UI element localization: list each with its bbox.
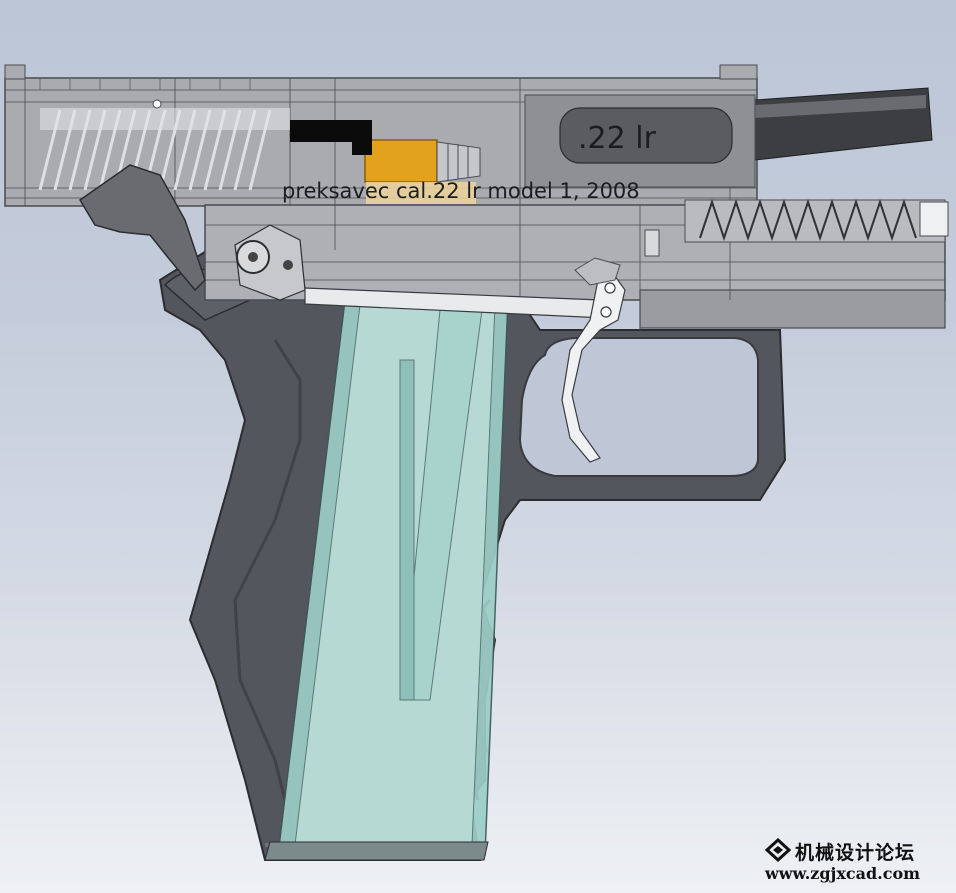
slide-stop-lever bbox=[644, 229, 660, 257]
firing-pin bbox=[290, 120, 372, 155]
sear bbox=[574, 257, 621, 286]
recoil-spring bbox=[684, 198, 949, 243]
rear-sight-dot bbox=[152, 99, 162, 109]
barrel bbox=[754, 87, 933, 161]
trigger-guard-opening bbox=[518, 337, 759, 477]
engraving-text: preksavec cal.22 lr model 1, 2008 bbox=[282, 179, 640, 203]
site-logo-icon bbox=[765, 838, 791, 862]
trigger bbox=[561, 271, 626, 463]
watermark-url[interactable]: www.zgjxcad.com bbox=[765, 864, 921, 883]
hammer bbox=[78, 164, 206, 292]
watermark-site-name: 机械设计论坛 bbox=[795, 842, 916, 864]
barrel-marking: .22 lr bbox=[578, 121, 657, 156]
cartridge bbox=[364, 139, 481, 204]
ejection-port bbox=[524, 94, 756, 188]
magazine bbox=[264, 194, 521, 861]
